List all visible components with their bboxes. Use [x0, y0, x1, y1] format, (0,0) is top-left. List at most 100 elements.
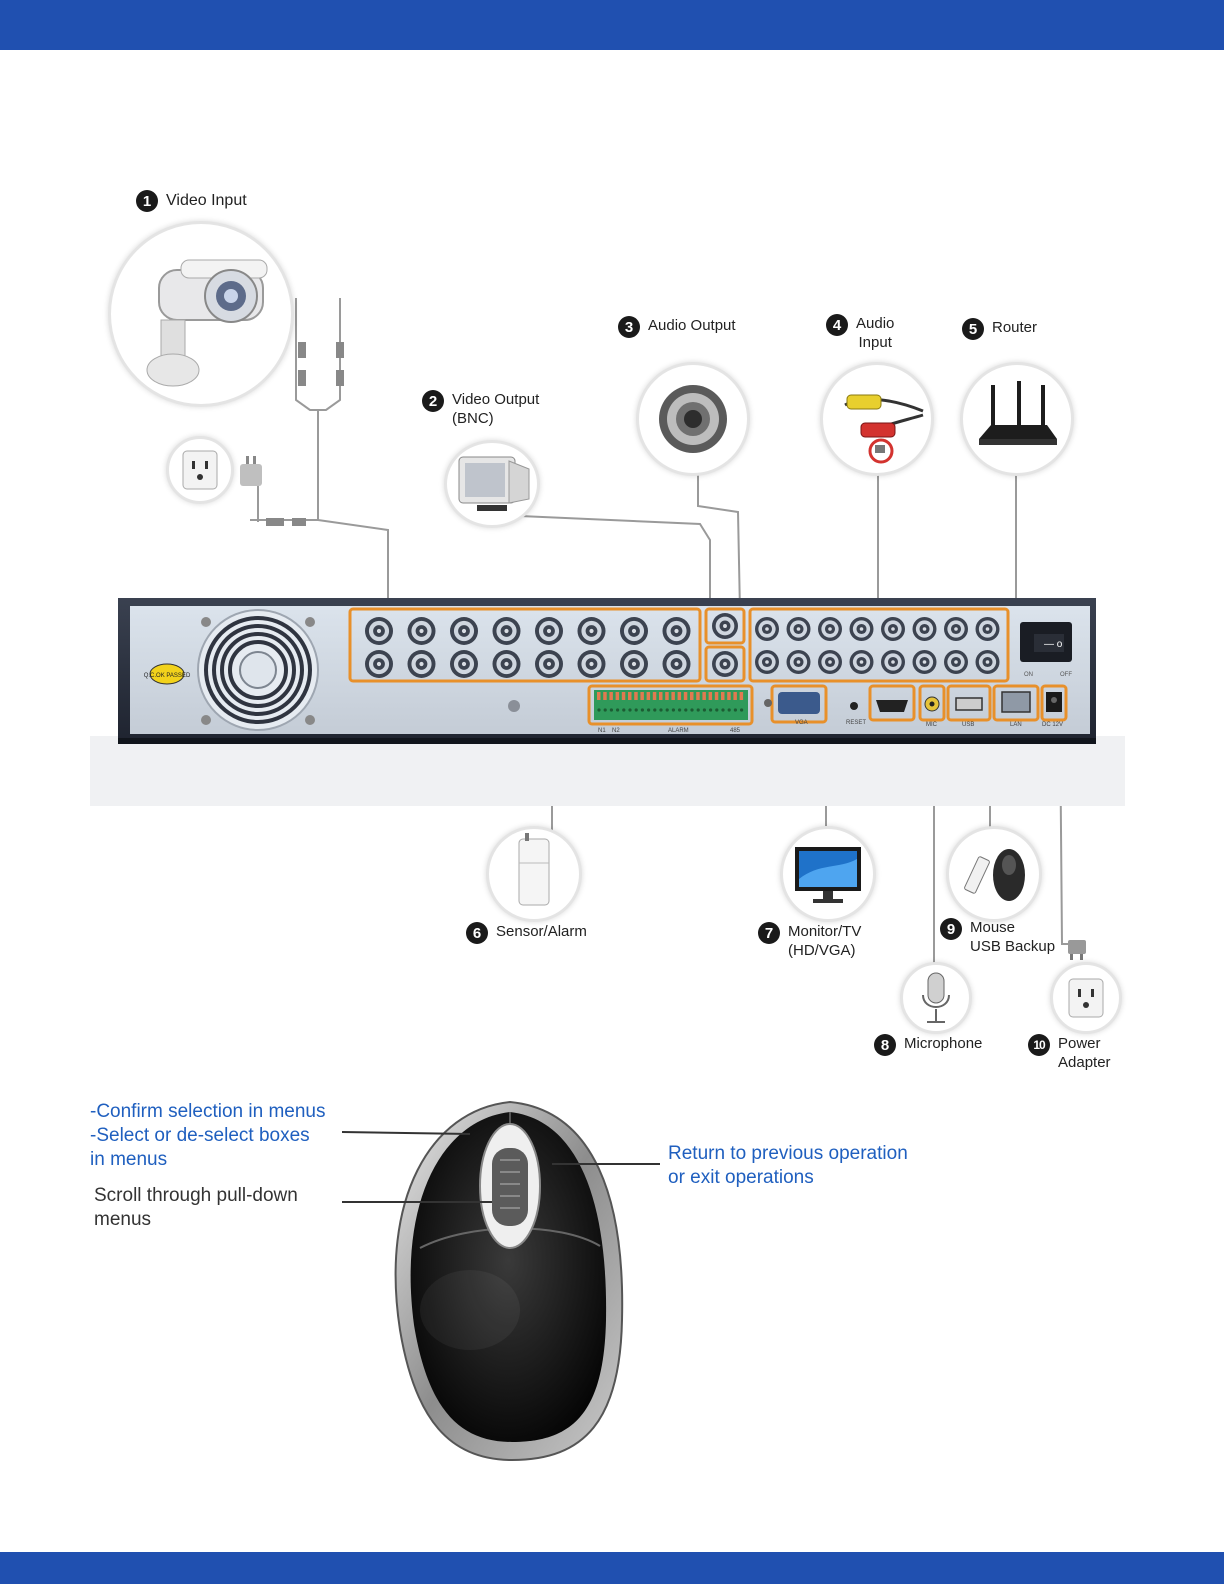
- vga-port: [778, 692, 820, 714]
- mouse-usb-icon: [949, 829, 1039, 919]
- bnc-connector: [663, 617, 691, 645]
- rca-connector: [881, 617, 905, 641]
- monitor-crt-circle: [444, 440, 540, 528]
- callout-audio-input: 4 Audio Input: [826, 314, 894, 352]
- dc-plug-icon: [1068, 940, 1086, 960]
- terminal-pin: [733, 692, 737, 700]
- terminal-pin: [684, 692, 688, 700]
- svg-text:N1: N1: [598, 728, 606, 734]
- hdmi-port: [876, 700, 908, 712]
- terminal-screw: [666, 708, 669, 711]
- bnc-connector: [620, 617, 648, 645]
- terminal-screw: [659, 708, 662, 711]
- terminal-screw: [697, 708, 700, 711]
- audio-input-circle: [820, 362, 934, 476]
- bnc-connector: [712, 613, 738, 639]
- rca-connector: [850, 617, 874, 641]
- bnc-connector: [365, 650, 393, 678]
- svg-text:ON: ON: [1024, 672, 1033, 678]
- callout-sensor-alarm: 6 Sensor/Alarm: [466, 922, 587, 944]
- rca-connector: [755, 617, 779, 641]
- bnc-connector: [535, 650, 563, 678]
- rca-connector: [818, 650, 842, 674]
- terminal-screw: [641, 708, 644, 711]
- audio-output-circle: [636, 362, 750, 476]
- svg-text:ALARM: ALARM: [668, 728, 689, 734]
- monitor-circle: [780, 826, 876, 922]
- svg-text:MIC: MIC: [926, 722, 938, 728]
- right-button-line-2: or exit operations: [668, 1166, 908, 1190]
- terminal-pin: [609, 692, 613, 700]
- terminal-screw: [628, 708, 631, 711]
- terminal-pin: [647, 692, 651, 700]
- terminal-screw: [616, 708, 619, 711]
- terminal-screw: [690, 708, 693, 711]
- rca-connector: [976, 650, 1000, 674]
- callout-label: Router: [992, 318, 1037, 337]
- camera-circle: [108, 221, 294, 407]
- number-badge: 1: [136, 190, 158, 212]
- number-badge: 9: [940, 918, 962, 940]
- number-badge: 8: [874, 1034, 896, 1056]
- callout-video-output: 2 Video Output (BNC): [422, 390, 539, 428]
- terminal-screw: [622, 708, 625, 711]
- terminal-pin: [702, 692, 706, 700]
- rca-connector: [944, 617, 968, 641]
- rca-connector: [850, 650, 874, 674]
- terminal-pin: [715, 692, 719, 700]
- terminal-pin: [678, 692, 682, 700]
- bnc-connector: [578, 650, 606, 678]
- bnc-connector: [408, 650, 436, 678]
- number-badge: 5: [962, 318, 984, 340]
- callout-label: Power Adapter: [1058, 1034, 1111, 1072]
- terminal-pin: [665, 692, 669, 700]
- bnc-connector: [450, 617, 478, 645]
- callout-power-adapter: 10 Power Adapter: [1028, 1034, 1111, 1072]
- bnc-connector: [620, 650, 648, 678]
- power-plug-icon: [240, 456, 262, 486]
- left-button-description: -Confirm selection in menus -Select or d…: [90, 1100, 325, 1172]
- bnc-connector: [408, 617, 436, 645]
- terminal-screw: [678, 708, 681, 711]
- terminal-screw: [715, 708, 718, 711]
- terminal-screw: [728, 708, 731, 711]
- rca-connector: [787, 617, 811, 641]
- left-button-line-1: -Confirm selection in menus: [90, 1100, 325, 1124]
- svg-text:OFF: OFF: [1060, 672, 1072, 678]
- svg-text:— o: — o: [1044, 639, 1063, 650]
- callout-label: Video Input: [166, 190, 247, 212]
- power-outlet-icon: [1053, 965, 1119, 1031]
- bnc-connector: [712, 651, 738, 677]
- callout-label: Audio Output: [648, 316, 736, 335]
- terminal-pin: [721, 692, 725, 700]
- rca-connector: [755, 650, 779, 674]
- power-adapter-circle: [1050, 962, 1122, 1034]
- terminal-screw: [734, 708, 737, 711]
- callout-video-input: 1 Video Input: [136, 190, 247, 212]
- terminal-screw: [635, 708, 638, 711]
- callout-label: Sensor/Alarm: [496, 922, 587, 941]
- outlet-circle: [166, 436, 234, 504]
- scroll-line-1: Scroll through pull-down: [94, 1184, 298, 1208]
- terminal-pin: [740, 692, 744, 700]
- callout-microphone: 8 Microphone: [874, 1034, 982, 1056]
- bnc-connector: [578, 617, 606, 645]
- svg-text:Q.C.OK PASSED: Q.C.OK PASSED: [144, 673, 191, 679]
- left-button-line-3: in menus: [90, 1148, 325, 1172]
- terminal-screw: [703, 708, 706, 711]
- number-badge: 7: [758, 922, 780, 944]
- terminal-screw: [721, 708, 724, 711]
- rca-connector: [976, 617, 1000, 641]
- mouse-usb-circle: [946, 826, 1042, 922]
- terminal-pin: [634, 692, 638, 700]
- svg-text:485: 485: [730, 728, 741, 734]
- number-badge: 2: [422, 390, 444, 412]
- terminal-pin: [709, 692, 713, 700]
- terminal-pin: [671, 692, 675, 700]
- callout-label: Microphone: [904, 1034, 982, 1053]
- crt-monitor-icon: [447, 443, 537, 525]
- terminal-pin: [653, 692, 657, 700]
- callout-router: 5 Router: [962, 318, 1037, 340]
- scroll-wheel-description: Scroll through pull-down menus: [94, 1184, 298, 1232]
- svg-text:DC 12V: DC 12V: [1042, 722, 1063, 728]
